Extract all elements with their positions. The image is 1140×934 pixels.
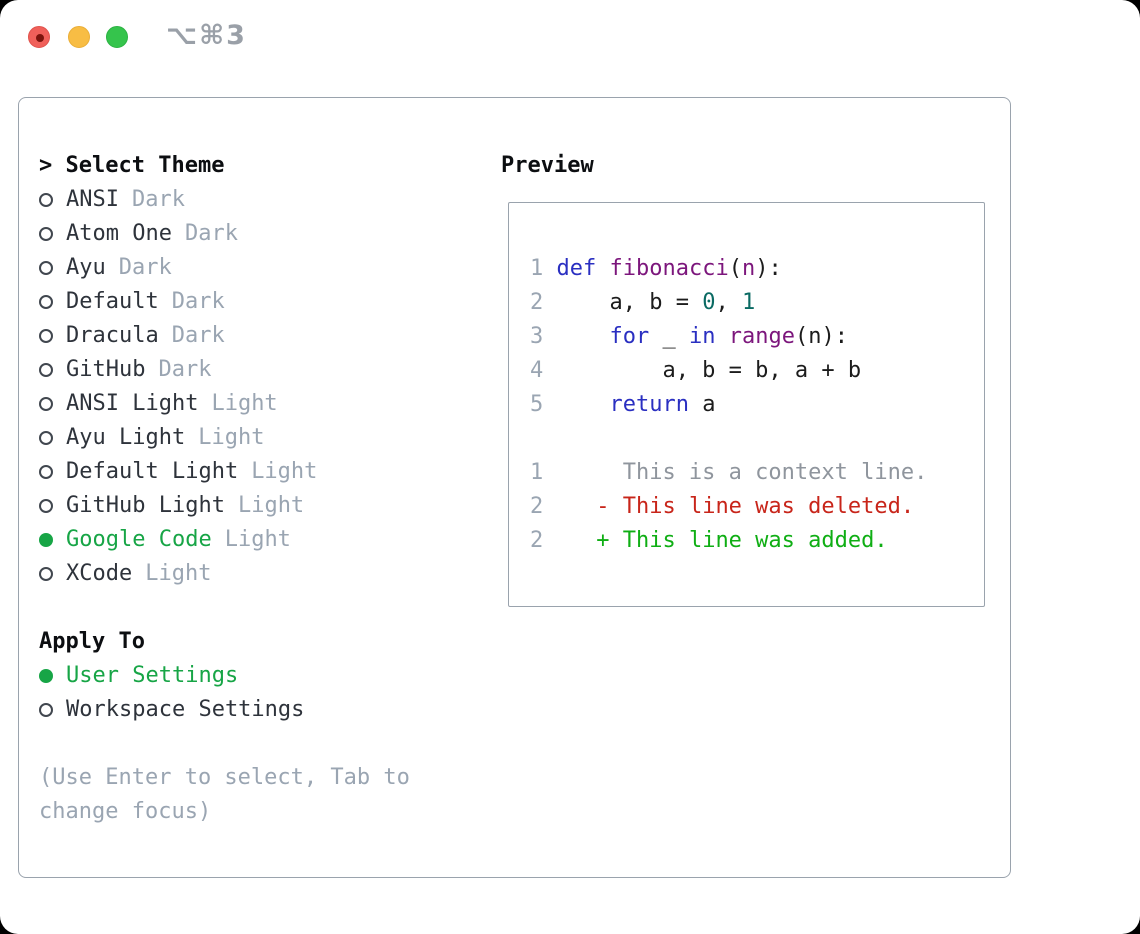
hint-line-2: change focus) [39,799,212,824]
apply-to-header: Apply To [39,629,145,654]
apply-option-label: User Settings [66,663,239,688]
radio-icon [39,329,53,343]
theme-variant-tag: Dark [131,187,185,212]
radio-icon [39,703,53,717]
theme-variant-tag: Light [251,459,318,484]
code-line: 4 a, b = b, a + b [530,354,927,388]
line-number: 2 [530,290,544,315]
radio-icon [39,465,53,479]
code-line: 2 a, b = 0, 1 [530,286,927,320]
line-number: 2 [530,528,544,553]
theme-name: XCode [66,561,133,586]
code-line: 2 + This line was added. [530,524,927,558]
theme-name: Dracula [66,323,159,348]
apply-option-label: Workspace Settings [66,697,305,722]
theme-name: Ayu Light [66,425,186,450]
theme-variant-tag: Dark [118,255,172,280]
radio-icon [39,567,53,581]
radio-icon [39,499,53,513]
radio-icon [39,363,53,377]
theme-name: Atom One [66,221,172,246]
theme-name: GitHub Light [66,493,225,518]
window-title: ⌥⌘3 [166,20,247,51]
theme-variant-tag: Dark [184,221,238,246]
theme-variant-tag: Light [211,391,278,416]
radio-icon [39,397,53,411]
code-line: 3 for _ in range(n): [530,320,927,354]
radio-icon [39,431,53,445]
theme-option-ansi-light[interactable]: ANSI Light Light [39,387,410,421]
theme-option-atom-one[interactable]: Atom One Dark [39,217,410,251]
line-number: 1 [530,256,544,281]
radio-icon [39,227,53,241]
selected-radio-icon [39,533,53,547]
theme-name: Ayu [66,255,106,280]
titlebar: ⌥⌘3 [0,0,1140,74]
theme-name: GitHub [66,357,146,382]
theme-variant-tag: Dark [158,357,212,382]
theme-variant-tag: Light [198,425,265,450]
zoom-button[interactable] [106,26,128,48]
theme-option-default[interactable]: Default Dark [39,285,410,319]
theme-option-github-light[interactable]: GitHub Light Light [39,489,410,523]
theme-name: Google Code [66,527,212,552]
line-number: 4 [530,358,544,383]
theme-option-ayu-light[interactable]: Ayu Light Light [39,421,410,455]
apply-option-workspace-settings[interactable]: Workspace Settings [39,693,410,727]
line-number: 3 [530,324,544,349]
theme-variant-tag: Light [145,561,212,586]
theme-option-xcode[interactable]: XCode Light [39,557,410,591]
radio-icon [39,295,53,309]
code-line: 5 return a [530,388,927,422]
theme-option-google-code[interactable]: Google Code Light [39,523,410,557]
theme-name: Default Light [66,459,239,484]
theme-option-github[interactable]: GitHub Dark [39,353,410,387]
radio-icon [39,261,53,275]
theme-option-ayu[interactable]: Ayu Dark [39,251,410,285]
preview-header: Preview [501,153,594,178]
theme-variant-tag: Light [224,527,291,552]
theme-name: ANSI Light [66,391,199,416]
minimize-button[interactable] [68,26,90,48]
hint-line-1: (Use Enter to select, Tab to [39,765,410,790]
apply-option-user-settings[interactable]: User Settings [39,659,410,693]
theme-option-default-light[interactable]: Default Light Light [39,455,410,489]
line-number: 1 [530,460,544,485]
theme-name: ANSI [66,187,119,212]
theme-variant-tag: Light [237,493,305,518]
selected-radio-icon [39,669,53,683]
theme-variant-tag: Dark [171,289,225,314]
close-button[interactable] [28,26,50,48]
select-theme-header: > Select Theme [39,149,410,183]
theme-name: Default [66,289,159,314]
line-number: 5 [530,392,544,417]
code-line [530,422,927,456]
code-line: 1 This is a context line. [530,456,927,490]
theme-option-ansi[interactable]: ANSI Dark [39,183,410,217]
radio-icon [39,193,53,207]
select-theme-label: Select Theme [65,153,225,178]
line-number: 2 [530,494,544,519]
theme-variant-tag: Dark [171,323,225,348]
code-line: 2 - This line was deleted. [530,490,927,524]
selection-pointer: > [39,153,53,178]
theme-option-dracula[interactable]: Dracula Dark [39,319,410,353]
